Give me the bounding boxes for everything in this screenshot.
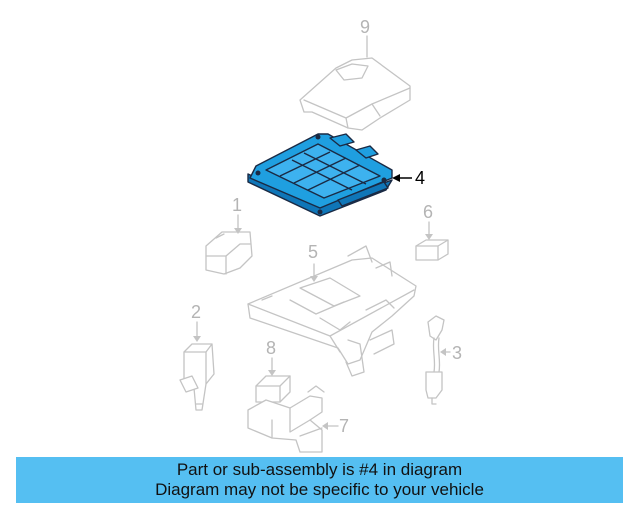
callout-6[interactable]: 6: [423, 202, 433, 222]
callout-arrowhead-5: [310, 276, 318, 282]
callout-2[interactable]: 2: [191, 302, 201, 322]
callout-3[interactable]: 3: [452, 343, 462, 363]
callout-arrowhead-7: [322, 422, 328, 430]
callout-arrowhead-1: [234, 228, 242, 234]
banner-line-2: Diagram may not be specific to your vehi…: [155, 480, 484, 499]
part-1-sensor[interactable]: [205, 231, 253, 275]
callout-arrowhead-8: [268, 370, 276, 376]
part-7-bracket[interactable]: [247, 385, 325, 453]
part-4-ecu[interactable]: [247, 133, 393, 217]
callout-arrow-4: [392, 174, 412, 182]
banner-line-1: Part or sub-assembly is #4 in diagram: [176, 460, 463, 479]
callout-8[interactable]: 8: [266, 338, 276, 358]
callout-arrowhead-3: [440, 348, 446, 356]
part-2-sensor[interactable]: [179, 343, 215, 411]
callout-7[interactable]: 7: [339, 416, 349, 436]
callout-1[interactable]: 1: [232, 195, 242, 215]
callout-arrowhead-6: [425, 234, 433, 240]
callout-5[interactable]: 5: [308, 242, 318, 262]
callout-4[interactable]: 4: [415, 168, 425, 188]
part-3-wired-sensor[interactable]: [425, 315, 445, 405]
part-6-pad[interactable]: [415, 239, 449, 261]
info-banner: Part or sub-assembly is #4 in diagram Di…: [16, 457, 623, 503]
callout-9[interactable]: 9: [360, 17, 370, 37]
part-9-cover[interactable]: [299, 57, 411, 131]
part-8-pad[interactable]: [255, 375, 291, 403]
callout-arrowhead-2: [193, 336, 201, 342]
part-5-bracket[interactable]: [247, 245, 417, 377]
